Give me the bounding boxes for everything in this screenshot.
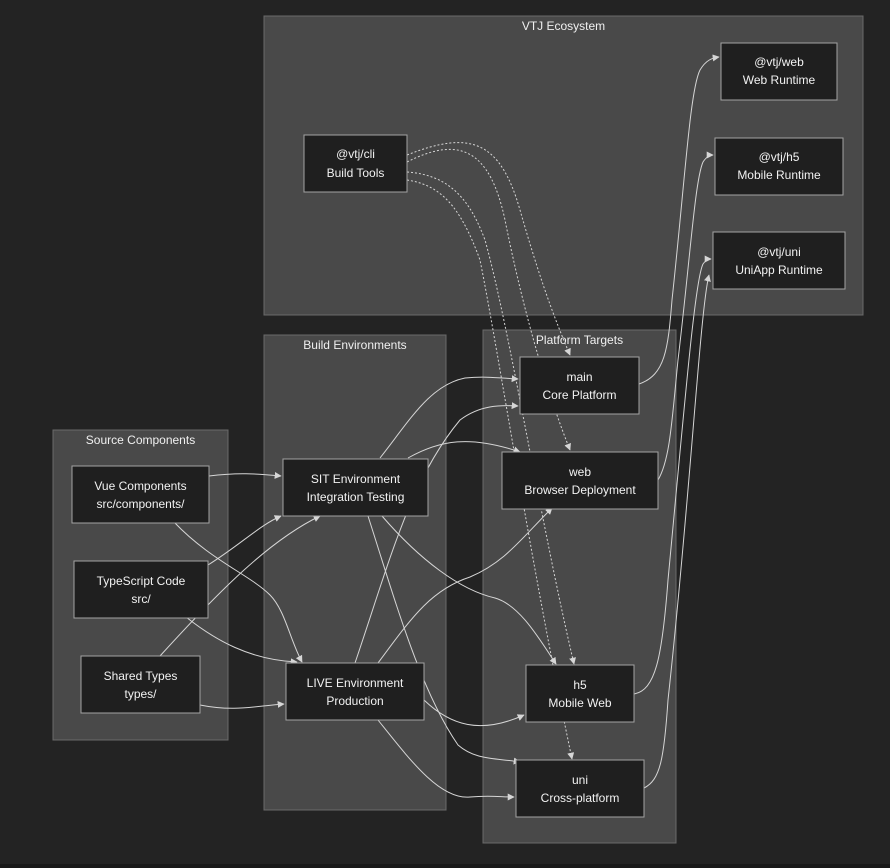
edge-web-h5rt bbox=[657, 151, 714, 481]
node-web-line1: web bbox=[568, 465, 591, 479]
node-uni-line1: uni bbox=[572, 773, 588, 787]
edges-env-to-platform bbox=[354, 375, 557, 801]
node-live-line2: Production bbox=[326, 694, 383, 708]
node-h5-line2: Mobile Web bbox=[548, 696, 611, 710]
node-web-line2: Browser Deployment bbox=[524, 483, 636, 497]
node-vtj-web[interactable]: @vtj/web Web Runtime bbox=[720, 42, 838, 101]
node-main-line2: Core Platform bbox=[542, 388, 616, 402]
edge-sit-uni bbox=[367, 515, 521, 765]
edge-live-web bbox=[377, 507, 553, 664]
edge-h5-unirt bbox=[633, 255, 712, 695]
node-shared-types[interactable]: Shared Types types/ bbox=[80, 655, 201, 714]
cluster-title-build-env: Build Environments bbox=[303, 338, 406, 352]
node-ts-line2: src/ bbox=[131, 592, 151, 606]
node-live-environment[interactable]: LIVE Environment Production bbox=[285, 662, 425, 721]
node-sit-line1: SIT Environment bbox=[311, 472, 401, 486]
node-web[interactable]: web Browser Deployment bbox=[501, 451, 659, 510]
cluster-build-environments: Build Environments bbox=[263, 334, 447, 811]
edges-platform-to-runtime bbox=[633, 54, 720, 789]
cluster-title-platforms: Platform Targets bbox=[536, 333, 623, 347]
node-ts-line1: TypeScript Code bbox=[97, 574, 186, 588]
cluster-title-source: Source Components bbox=[86, 433, 195, 447]
node-vtj-web-line1: @vtj/web bbox=[754, 55, 804, 69]
node-vtj-uni[interactable]: @vtj/uni UniApp Runtime bbox=[712, 231, 846, 290]
node-uni[interactable]: uni Cross-platform bbox=[515, 759, 645, 818]
node-h5-line1: h5 bbox=[573, 678, 587, 692]
node-vtj-h5-line1: @vtj/h5 bbox=[759, 150, 800, 164]
edge-sit-main bbox=[379, 375, 519, 459]
edge-main-webrt bbox=[638, 54, 720, 385]
cluster-platform-targets: Platform Targets bbox=[482, 329, 677, 844]
edge-cli-h5 bbox=[406, 171, 576, 665]
node-vtj-uni-line1: @vtj/uni bbox=[757, 245, 801, 259]
node-vue-line2: src/components/ bbox=[96, 497, 185, 511]
edge-vue-live bbox=[173, 521, 303, 663]
node-live-line1: LIVE Environment bbox=[307, 676, 404, 690]
edge-uni-unirt bbox=[643, 274, 711, 789]
edge-types-sit bbox=[159, 515, 321, 657]
node-vtj-uni-line2: UniApp Runtime bbox=[735, 263, 823, 277]
edge-cli-main bbox=[406, 142, 571, 356]
node-vtj-web-line2: Web Runtime bbox=[743, 73, 816, 87]
edge-live-uni bbox=[377, 719, 515, 801]
edge-ts-live bbox=[185, 616, 298, 666]
node-vtj-cli-line1: @vtj/cli bbox=[336, 147, 375, 161]
bottom-edge-bar bbox=[0, 864, 890, 868]
cluster-title-ecosystem: VTJ Ecosystem bbox=[522, 19, 605, 33]
node-main-line1: main bbox=[566, 370, 592, 384]
node-sit-environment[interactable]: SIT Environment Integration Testing bbox=[282, 458, 429, 517]
edge-live-main bbox=[354, 402, 519, 664]
node-vtj-cli[interactable]: @vtj/cli Build Tools bbox=[303, 134, 408, 193]
edge-ts-sit bbox=[207, 515, 282, 566]
node-types-line1: Shared Types bbox=[104, 669, 178, 683]
node-vue-line1: Vue Components bbox=[94, 479, 186, 493]
node-h5[interactable]: h5 Mobile Web bbox=[525, 664, 635, 723]
edges-source-to-env bbox=[159, 471, 321, 709]
edge-live-h5 bbox=[423, 699, 525, 727]
node-typescript-code[interactable]: TypeScript Code src/ bbox=[73, 560, 209, 619]
node-vtj-h5-line2: Mobile Runtime bbox=[737, 168, 821, 182]
node-main[interactable]: main Core Platform bbox=[519, 356, 640, 415]
node-sit-line2: Integration Testing bbox=[307, 490, 405, 504]
node-vtj-h5[interactable]: @vtj/h5 Mobile Runtime bbox=[714, 137, 844, 196]
node-vtj-cli-line2: Build Tools bbox=[327, 166, 385, 180]
edge-sit-h5 bbox=[381, 515, 557, 665]
edge-sit-web bbox=[407, 441, 521, 459]
node-types-line2: types/ bbox=[124, 687, 157, 701]
node-vue-components[interactable]: Vue Components src/components/ bbox=[71, 465, 210, 524]
edge-types-live bbox=[199, 700, 285, 709]
edge-vue-sit bbox=[208, 471, 282, 479]
node-uni-line2: Cross-platform bbox=[541, 791, 620, 805]
